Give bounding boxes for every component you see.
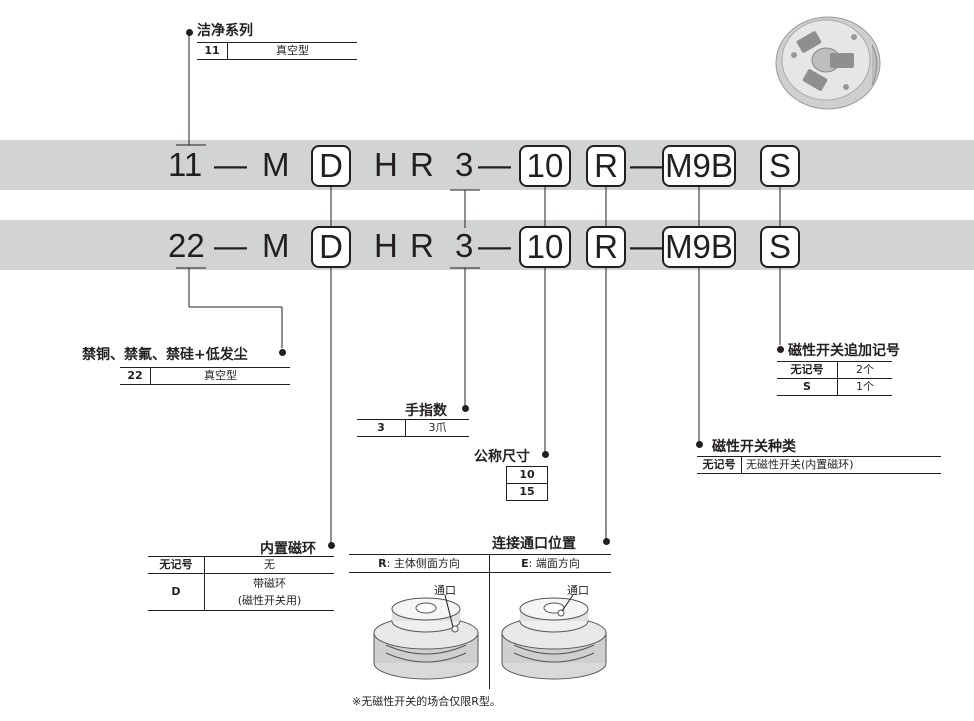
dash: — (214, 145, 247, 185)
finger-count: 3 (455, 145, 473, 185)
nominal-size-title: 公称尺寸 (474, 446, 530, 466)
gripper-end-port-illustration (499, 593, 609, 685)
size-cell: 10 (507, 467, 548, 484)
port-code-box: R (586, 145, 626, 187)
desc-cell: 真空型 (228, 43, 358, 60)
code-cell: S (777, 379, 838, 396)
switch-suffix-box: S (760, 145, 800, 187)
magnet-title: 内置磁环 (260, 538, 316, 558)
series-m: M (262, 145, 290, 185)
bullet-dot (279, 349, 286, 356)
magnet-code-box: D (311, 226, 351, 268)
series-h: H (374, 145, 398, 185)
dash: — (630, 226, 663, 266)
desc-line: 带磁环 (209, 575, 330, 592)
dash: — (214, 226, 247, 266)
desc-cell: 1个 (838, 379, 893, 396)
switch-suffix-title: 磁性开关追加记号 (788, 340, 900, 360)
code-cell: 无记号 (148, 557, 205, 574)
column-divider (489, 555, 490, 689)
desc-cell: 无 (205, 557, 335, 574)
series-r: R (410, 145, 434, 185)
bullet-dot (328, 542, 335, 549)
desc-cell: 3爪 (406, 420, 470, 437)
desc-cell: 带磁环(磁性开关用) (205, 574, 335, 611)
port-code-box: R (586, 226, 626, 268)
dash: — (630, 145, 663, 185)
prefix-code: 11 (168, 145, 202, 185)
bullet-dot (777, 346, 784, 353)
code-cell: 22 (120, 368, 151, 385)
finger-count: 3 (455, 226, 473, 266)
switch-code-box: M9B (662, 226, 736, 268)
code-cell: 11 (197, 43, 228, 60)
series-h: H (374, 226, 398, 266)
desc-cell: 2个 (838, 362, 893, 379)
bullet-dot (696, 441, 703, 448)
clean-series-title: 洁净系列 (197, 20, 253, 40)
prefix-code: 22 (168, 226, 205, 266)
footnote: ※无磁性开关的场合仅限R型。 (352, 693, 501, 709)
bullet-dot (542, 451, 549, 458)
port-r-header: R: 主体侧面方向 (349, 555, 489, 573)
nominal-size-table: 10 15 (506, 466, 548, 501)
switch-code-box: M9B (662, 145, 736, 187)
dash: — (478, 226, 511, 266)
code-cell: D (148, 574, 205, 611)
desc-line: (磁性开关用) (209, 592, 330, 609)
switch-type-title: 磁性开关种类 (712, 436, 796, 456)
finger-count-title: 手指数 (405, 400, 447, 420)
magnet-code-box: D (311, 145, 351, 187)
port-position-title: 连接通口位置 (492, 533, 576, 553)
series-r: R (410, 226, 434, 266)
desc-cell: 无磁性开关(内置磁环) (742, 457, 942, 474)
port-e-header: E: 端面方向 (490, 555, 611, 573)
switch-suffix-box: S (760, 226, 800, 268)
bullet-dot (462, 405, 469, 412)
gripper-product-image (768, 5, 888, 115)
series-m: M (262, 226, 290, 266)
code-cell: 无记号 (777, 362, 838, 379)
dash: — (478, 145, 511, 185)
size-cell: 15 (507, 484, 548, 501)
code-cell: 无记号 (697, 457, 742, 474)
desc-cell: 真空型 (151, 368, 291, 385)
size-code-box: 10 (519, 226, 571, 268)
gripper-side-port-illustration (371, 593, 481, 685)
size-code-box: 10 (519, 145, 571, 187)
switch-type-table: 无记号无磁性开关(内置磁环) (697, 456, 941, 474)
port-position-panel: R: 主体侧面方向 E: 端面方向 通口 通口 (349, 554, 611, 689)
code-cell: 3 (357, 420, 406, 437)
bullet-dot (186, 29, 193, 36)
bullet-dot (603, 538, 610, 545)
copper-free-title: 禁铜、禁氟、禁硅+低发尘 (82, 344, 248, 364)
